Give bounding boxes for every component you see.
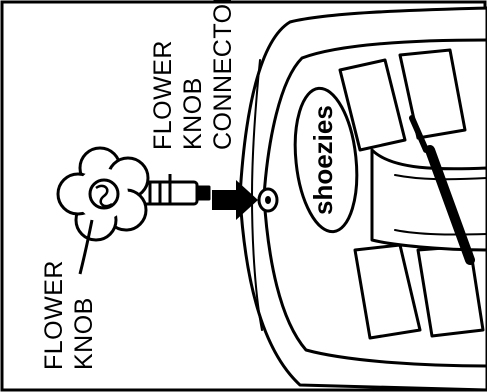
brand-logo: shoezies (308, 105, 338, 215)
connector-label-line-3: CONNECTOR (209, 0, 237, 150)
knob-label-line-1: FLOWER (40, 260, 68, 370)
knob-leader-line (78, 219, 94, 275)
flower-knob-icon (56, 146, 211, 242)
knob-label-line-2: KNOB (70, 297, 98, 370)
arrow-icon (212, 180, 258, 220)
shoe-illustration (238, 6, 487, 392)
connector-label-line-2: KNOB (179, 77, 207, 150)
connector-label-line-1: FLOWER (149, 40, 177, 150)
